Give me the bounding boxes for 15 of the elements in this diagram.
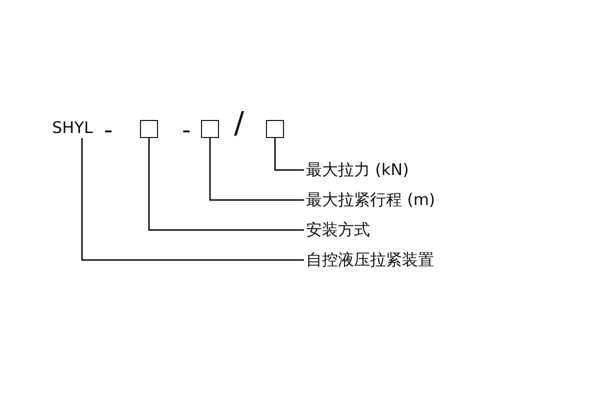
placeholder-square xyxy=(201,120,219,138)
field-description: 自控液压拉紧装置 xyxy=(306,250,434,270)
field-description: 最大拉紧行程 (m) xyxy=(306,190,436,210)
field-description: 安装方式 xyxy=(306,220,370,240)
separator-dash: - xyxy=(104,116,113,144)
field-description: 最大拉力 (kN) xyxy=(306,160,409,180)
separator-slash: / xyxy=(234,110,244,138)
leader-line xyxy=(209,138,304,201)
placeholder-square xyxy=(266,120,284,138)
leader-line xyxy=(81,138,304,261)
leader-line xyxy=(274,138,304,171)
model-code-prefix: SHYL xyxy=(52,118,93,138)
placeholder-square xyxy=(140,120,158,138)
separator-dash: - xyxy=(182,116,191,144)
leader-line xyxy=(148,138,304,231)
